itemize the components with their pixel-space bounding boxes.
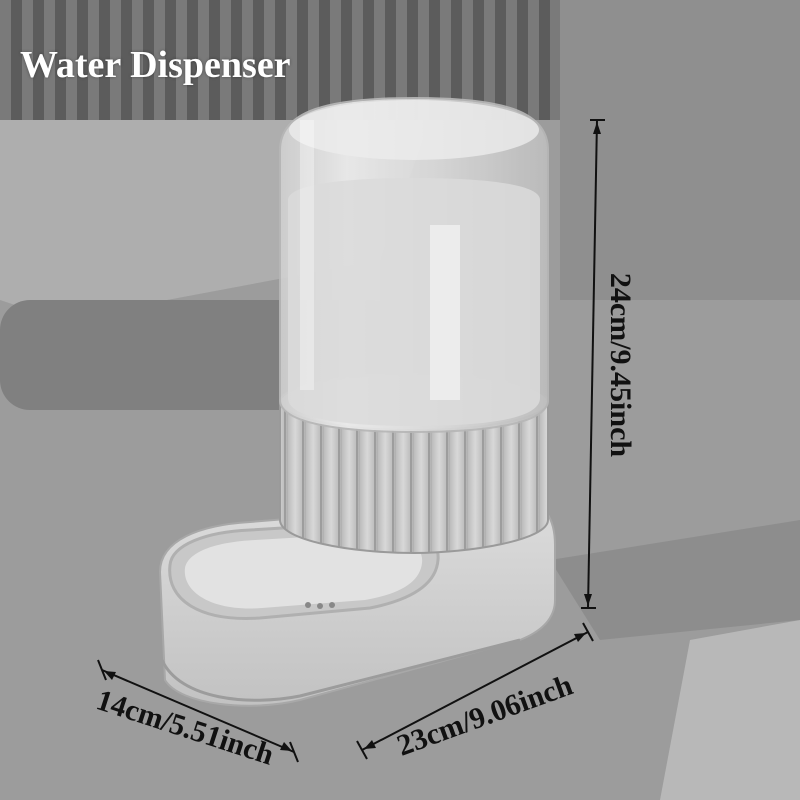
height-dimension-arrow (581, 119, 605, 609)
outlet-hole (317, 603, 323, 609)
bowl-inner (184, 532, 423, 609)
width-dimension-arrow (356, 622, 594, 760)
step-right (660, 620, 800, 800)
ribbed-collar (279, 399, 549, 555)
height-dimension-label: 24cm/9.45inch (604, 272, 637, 458)
tank-reflection (300, 120, 314, 390)
depth-dimension-arrow (97, 659, 299, 763)
base-bottom-edge (160, 638, 521, 702)
tank-cap-top (289, 100, 539, 160)
outlet-hole (305, 602, 311, 608)
water-level (288, 178, 540, 426)
product-title: Water Dispenser (20, 44, 291, 86)
tank-highlight (430, 225, 460, 400)
shadow-right (550, 520, 800, 640)
back-wall-right (560, 0, 800, 300)
outlet-hole (329, 602, 335, 608)
